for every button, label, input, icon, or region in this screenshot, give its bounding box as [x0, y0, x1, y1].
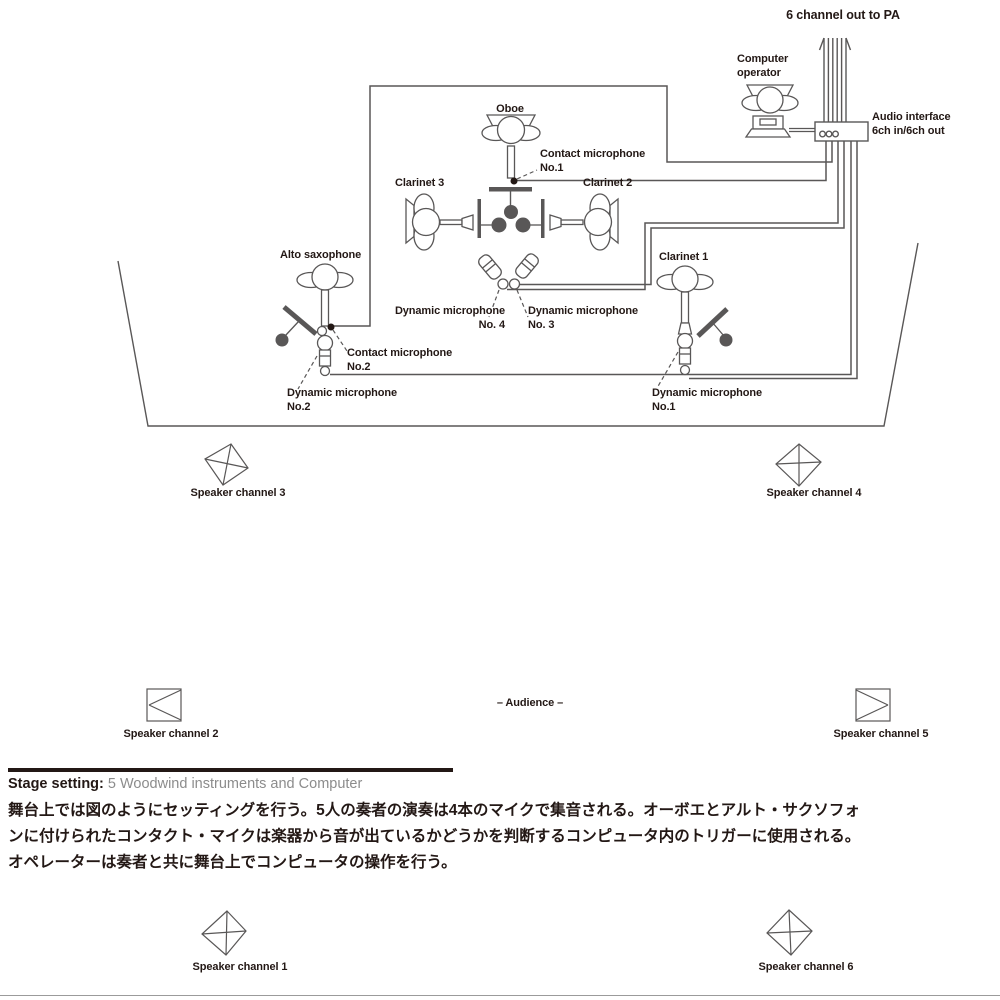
bottom-border [0, 995, 1000, 996]
wire-contact-mic-1 [517, 141, 827, 182]
computer-operator-label-2: operator [737, 67, 781, 79]
arrow-barb-left [818, 37, 825, 51]
caption-heading-bold: Stage setting: [8, 776, 104, 792]
pointer-dynamic-mic-1 [656, 351, 679, 389]
oboe-player-icon [481, 114, 541, 185]
computer-operator-label-1: Computer [737, 53, 789, 65]
alto-sax-player-icon [296, 263, 354, 337]
speaker-ch6-icon [766, 909, 813, 956]
speaker-ch4-icon [775, 443, 822, 487]
wire-dynamic-mic-4 [507, 141, 839, 291]
center-music-stands [477, 187, 545, 238]
dynamic-mic-3-label-2: No. 3 [528, 319, 555, 331]
caption-heading: Stage setting: 5 Woodwind instruments an… [8, 775, 994, 793]
wire-dynamic-mic-2 [330, 141, 852, 376]
caption-jp-line1: 舞台上では図のようにセッティングを行う。5人の奏者の演奏は4本のマイクで集音され… [8, 802, 860, 819]
wire-contact-mic-2 [334, 85, 833, 327]
contact-mic-2-label-1: Contact microphone [347, 347, 453, 359]
contact-mic-1-label-2: No.1 [540, 162, 564, 174]
laptop-icon [744, 115, 792, 138]
dynamic-mic-2-label-2: No.2 [287, 401, 311, 413]
dynamic-mic-3-icon [508, 253, 539, 290]
oboe-label: Oboe [496, 103, 524, 115]
clarinet1-music-stand [696, 307, 733, 347]
clarinet3-label: Clarinet 3 [395, 177, 445, 189]
caption-block: Stage setting: 5 Woodwind instruments an… [8, 775, 994, 876]
pointer-dynamic-mic-4 [488, 289, 500, 318]
speaker-ch2-label: Speaker channel 2 [123, 728, 219, 740]
dynamic-mic-3-label-1: Dynamic microphone [528, 305, 639, 317]
speaker-ch5-label: Speaker channel 5 [833, 728, 929, 740]
dynamic-mic-1-label-2: No.1 [652, 401, 676, 413]
clarinet2-label: Clarinet 2 [583, 177, 633, 189]
audio-interface-label-1: Audio interface [872, 111, 951, 123]
pointer-contact-mic-2 [332, 329, 348, 352]
speaker-ch2-icon [146, 688, 182, 722]
audio-interface-label-2: 6ch in/6ch out [872, 125, 945, 137]
caption-heading-rest: 5 Woodwind instruments and Computer [103, 776, 363, 792]
speaker-ch5-icon [855, 688, 891, 722]
pa-out-label: 6 channel out to PA [786, 8, 900, 22]
arrow-barb-right [845, 37, 852, 51]
speaker-ch1-label: Speaker channel 1 [192, 961, 288, 973]
dynamic-mic-2-icon [316, 334, 334, 377]
caption-jp-line3: オペレーターは奏者と共に舞台上でコンピュータの操作を行う。 [8, 854, 457, 871]
contact-mic-2-dot [327, 323, 335, 331]
clarinet2-player-icon [549, 193, 619, 251]
pointer-contact-mic-1 [516, 169, 538, 180]
speaker-ch3-icon [204, 443, 249, 486]
contact-mic-2-label-2: No.2 [347, 361, 371, 373]
alto-sax-label: Alto saxophone [280, 249, 362, 261]
audio-interface-box [814, 121, 869, 142]
dynamic-mic-1-label-1: Dynamic microphone [652, 387, 763, 399]
clarinet1-player-icon [656, 265, 714, 335]
pointer-dynamic-mic-2 [297, 355, 318, 390]
clarinet1-label: Clarinet 1 [659, 251, 709, 263]
pa-output-lines [818, 37, 852, 122]
speaker-ch6-label: Speaker channel 6 [758, 961, 854, 973]
contact-mic-1-dot [510, 177, 518, 185]
speaker-ch1-icon [201, 910, 247, 956]
dynamic-mic-4-label-1: Dynamic microphone [394, 305, 505, 317]
speaker-ch3-label: Speaker channel 3 [190, 487, 286, 499]
audience-label: – Audience – [496, 697, 564, 709]
clarinet3-player-icon [405, 193, 474, 251]
computer-operator-icon [741, 84, 799, 114]
dynamic-mic-1-icon [676, 332, 694, 376]
speaker-ch4-label: Speaker channel 4 [766, 487, 862, 499]
dynamic-mic-4-icon [478, 254, 509, 290]
dynamic-mic-4-label-2: No. 4 [478, 319, 506, 331]
caption-jp-line2: ンに付けられたコンタクト・マイクは楽器から音が出ているかどうかを判断するコンピュ… [8, 828, 861, 845]
contact-mic-1-label-1: Contact microphone [540, 148, 646, 160]
wire-dynamic-mic-1 [689, 141, 858, 380]
pointer-dynamic-mic-3 [516, 289, 529, 318]
caption-rule [8, 768, 453, 772]
laptop-interface-cable [789, 127, 815, 133]
alto-sax-music-stand [275, 305, 318, 347]
wire-dynamic-mic-3 [518, 141, 845, 286]
dynamic-mic-2-label-1: Dynamic microphone [287, 387, 398, 399]
stage-outline [117, 242, 919, 427]
